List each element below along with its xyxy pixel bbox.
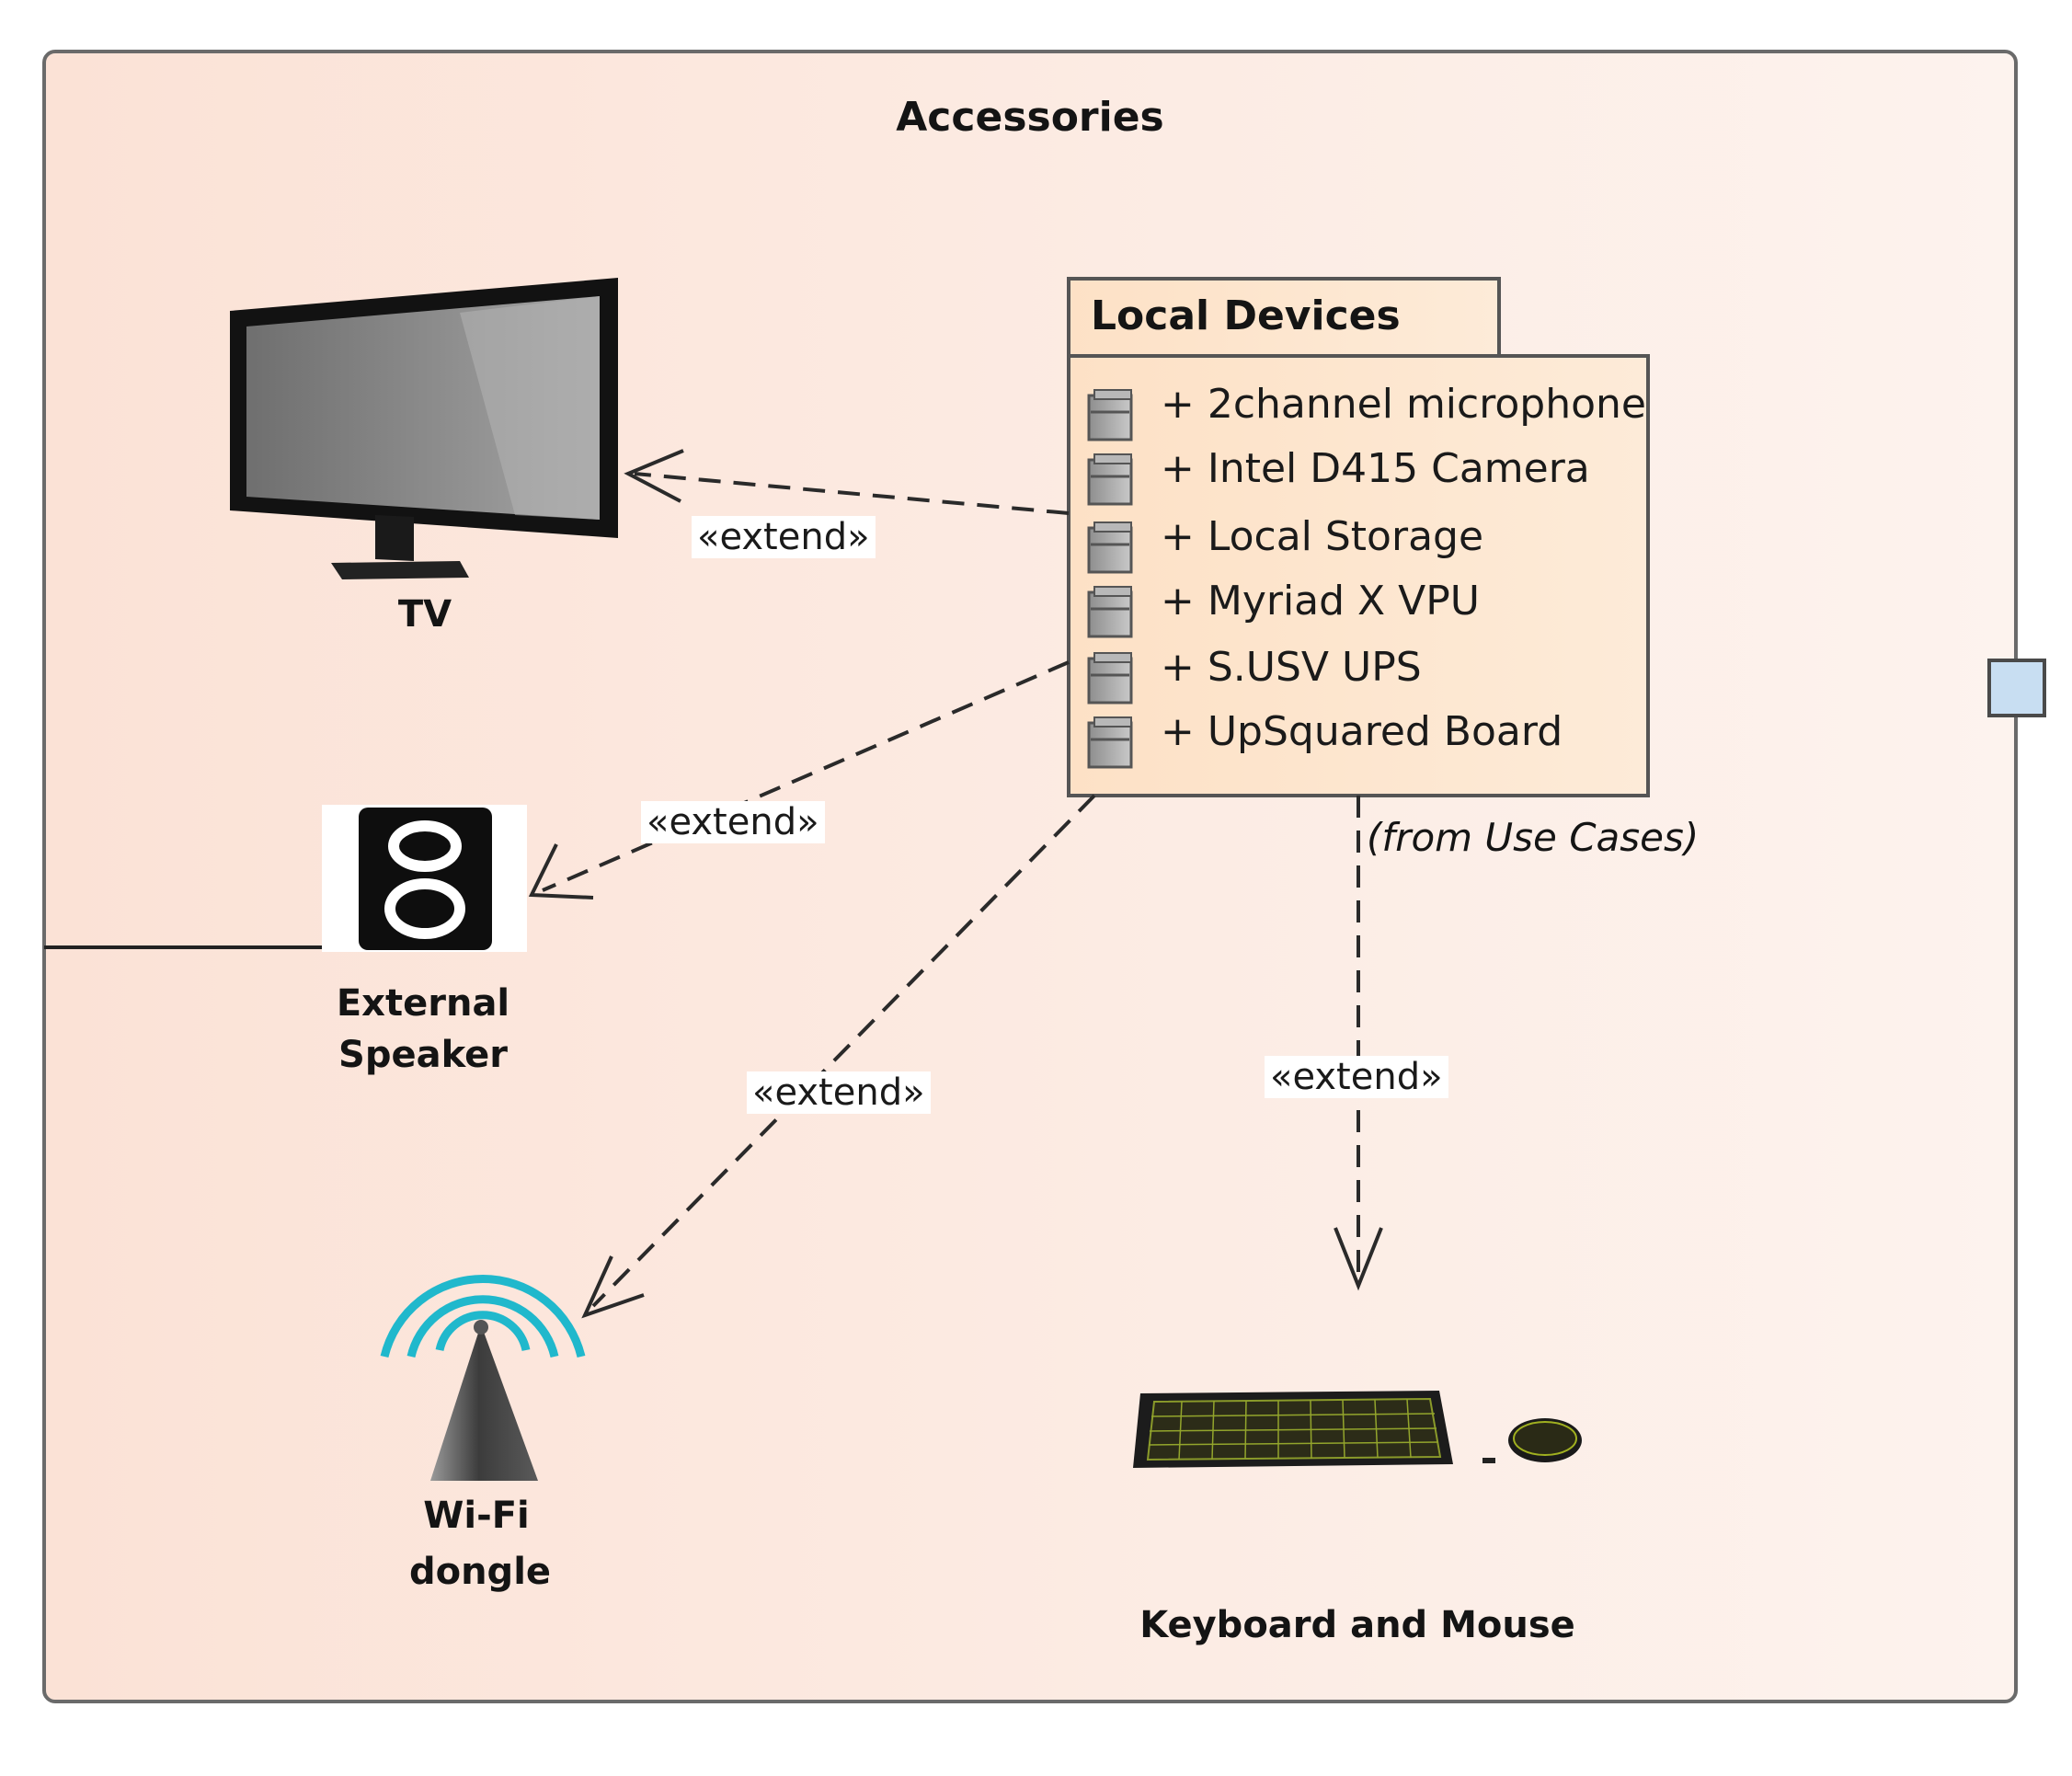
- keyboard-mouse-label: Keyboard and Mouse: [1139, 1604, 1575, 1646]
- attribute-icons: [1087, 389, 1133, 769]
- arrowhead-speaker: [528, 843, 594, 899]
- extend-label-tv: «extend»: [692, 516, 876, 558]
- extend-label-speaker: «extend»: [641, 801, 825, 843]
- package-origin-note: (from Use Cases): [1367, 815, 1700, 860]
- wifi-label-line2: dongle: [408, 1551, 552, 1593]
- keyboard-mouse-icon: [1133, 1391, 1582, 1468]
- attribute-item-icon: [1087, 716, 1133, 769]
- tv-label: TV: [397, 593, 452, 636]
- package-attribute: + Intel D415 Camera: [1161, 445, 1590, 492]
- extend-line-speaker: [542, 660, 1070, 892]
- speaker-icon: [322, 805, 527, 952]
- extend-line-wifi: [591, 794, 1096, 1308]
- attribute-item-icon: [1087, 389, 1133, 441]
- extend-arrowheads: [528, 449, 1383, 1319]
- arrowhead-wifi: [581, 1255, 645, 1319]
- tv-icon: [230, 278, 618, 579]
- extend-line-tv: [634, 472, 1070, 515]
- arrowhead-keyboard: [1334, 1227, 1383, 1291]
- speaker-label-line2: Speaker: [338, 1034, 508, 1076]
- attribute-item-icon: [1087, 586, 1133, 638]
- attribute-item-icon: [1087, 453, 1133, 506]
- package-attribute: + S.USV UPS: [1161, 644, 1422, 691]
- boundary-title: Accessories: [896, 94, 1164, 141]
- package-attribute: + Myriad X VPU: [1161, 578, 1481, 624]
- extend-connectors: [542, 472, 1360, 1308]
- wifi-label-line1: Wi-Fi: [423, 1495, 530, 1537]
- extend-label-wifi: «extend»: [747, 1071, 931, 1114]
- package-attribute: + 2channel microphone: [1161, 381, 1646, 428]
- speaker-label-line1: External: [336, 982, 510, 1025]
- arrowhead-tv: [624, 449, 684, 503]
- package-attribute: + UpSquared Board: [1161, 708, 1563, 755]
- package-attribute: + Local Storage: [1161, 513, 1484, 560]
- package-name: Local Devices: [1091, 292, 1401, 339]
- attribute-item-icon: [1087, 521, 1133, 574]
- boundary-port[interactable]: [1987, 659, 2046, 717]
- wifi-dongle-icon: [380, 1275, 586, 1481]
- attribute-item-icon: [1087, 652, 1133, 705]
- extend-label-keyboard: «extend»: [1265, 1056, 1448, 1098]
